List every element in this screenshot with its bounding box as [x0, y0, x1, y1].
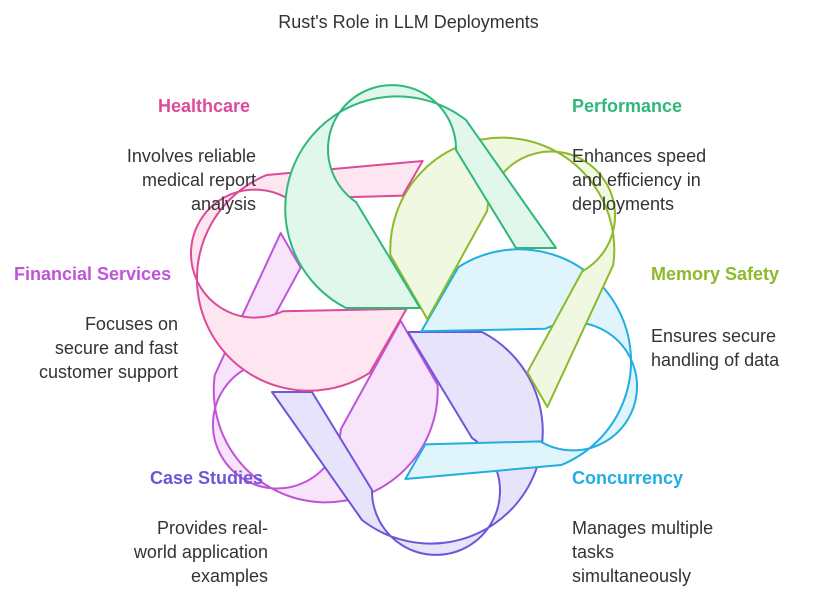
case-studies-description: Provides real- world application example… [70, 516, 268, 588]
memory-desc-line: handling of data [651, 350, 780, 370]
financial-desc-line: Focuses on [84, 314, 178, 334]
memory-safety-description: Ensures secure handling of data [651, 324, 779, 372]
case-hook-shape [271, 331, 544, 556]
concurrency-heading: Concurrency [572, 468, 684, 488]
financial-desc-line: secure and fast [54, 338, 178, 358]
healthcare-desc-line: medical report [141, 170, 256, 190]
healthcare-heading: Healthcare [158, 96, 251, 116]
financial-services-description: Focuses on secure and fast customer supp… [0, 312, 178, 384]
case-studies-heading: Case Studies [150, 468, 264, 488]
case-desc-line: world application [133, 542, 268, 562]
financial-desc-line: customer support [38, 362, 178, 382]
concurrency-desc-line: simultaneously [572, 566, 692, 586]
memory-desc-line: Ensures secure [651, 326, 777, 346]
case-desc-line: Provides real- [156, 518, 268, 538]
performance-desc-line: and efficiency in [572, 170, 701, 190]
case-desc-line: examples [190, 566, 268, 586]
concurrency-desc-line: Manages multiple [572, 518, 714, 538]
memory-hook-shape [389, 136, 616, 408]
performance-heading: Performance [572, 96, 683, 116]
performance-desc-line: deployments [572, 194, 675, 214]
performance-description: Enhances speed and efficiency in deploym… [572, 144, 706, 216]
financial-hook-shape [212, 232, 439, 504]
healthcare-hook-shape [190, 160, 424, 392]
performance-hook-shape [284, 84, 557, 309]
performance-desc-line: Enhances speed [572, 146, 707, 166]
healthcare-desc-line: Involves reliable [126, 146, 256, 166]
memory-safety-heading: Memory Safety [651, 264, 780, 284]
concurrency-description: Manages multiple tasks simultaneously [572, 516, 713, 588]
diagram-title: Rust's Role in LLM Deployments [278, 12, 539, 32]
concurrency-desc-line: tasks [572, 542, 615, 562]
healthcare-desc-line: analysis [190, 194, 256, 214]
financial-services-heading: Financial Services [14, 264, 172, 284]
healthcare-description: Involves reliable medical report analysi… [60, 144, 256, 216]
